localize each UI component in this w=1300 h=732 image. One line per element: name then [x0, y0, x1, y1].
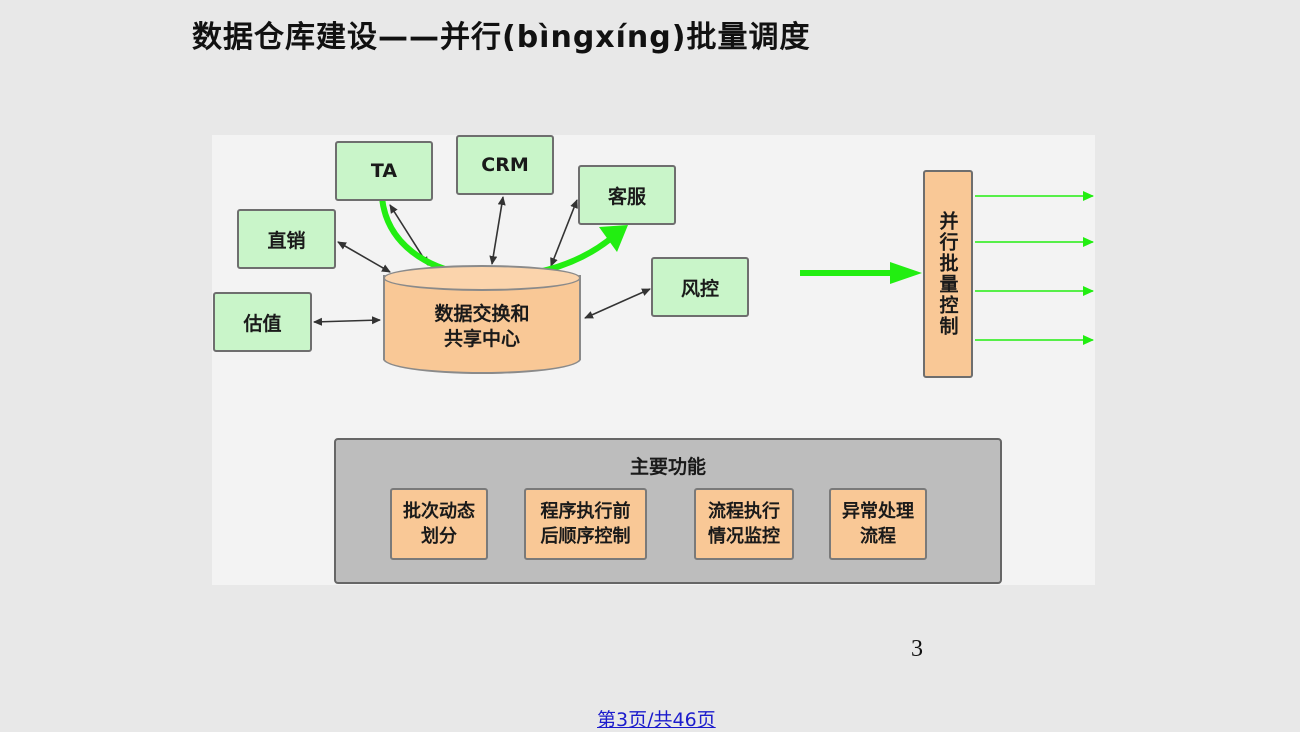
- function-item: 批次动态 划分: [390, 488, 488, 560]
- green-arrow-to-batch-head: [890, 262, 922, 284]
- arrow-crm-hub: [489, 196, 506, 265]
- arrow-zhixiao-hub: [337, 241, 391, 273]
- function-item: 异常处理 流程: [829, 488, 927, 560]
- batch-control-label: 并行批量控制: [936, 211, 959, 337]
- arrow-guzhi-hub: [313, 316, 381, 326]
- node-crm: CRM: [456, 135, 554, 195]
- page-title: 数据仓库建设——并行(bìngxíng)批量调度: [192, 20, 811, 55]
- hub-label: 数据交换和 共享中心: [434, 303, 530, 350]
- node-zhixiao: 直销: [237, 209, 336, 269]
- footer-page-link[interactable]: 第3页/共46页: [597, 709, 716, 731]
- node-kefu: 客服: [578, 165, 676, 225]
- function-item: 程序执行前 后顺序控制: [524, 488, 647, 560]
- node-ta: TA: [335, 141, 433, 201]
- arrow-kefu-hub: [550, 199, 578, 267]
- green-flow-curve-head: [599, 225, 628, 252]
- batch-control-bar: 并行批量控制: [923, 170, 973, 378]
- node-fengkong: 风控: [651, 257, 749, 317]
- hub-cylinder-top: [383, 265, 581, 291]
- arrow-fengkong-hub: [584, 288, 651, 319]
- node-guzhi: 估值: [213, 292, 312, 352]
- main-functions-title: 主要功能: [629, 456, 706, 478]
- page-number: 3: [911, 636, 923, 662]
- function-item: 流程执行 情况监控: [694, 488, 794, 560]
